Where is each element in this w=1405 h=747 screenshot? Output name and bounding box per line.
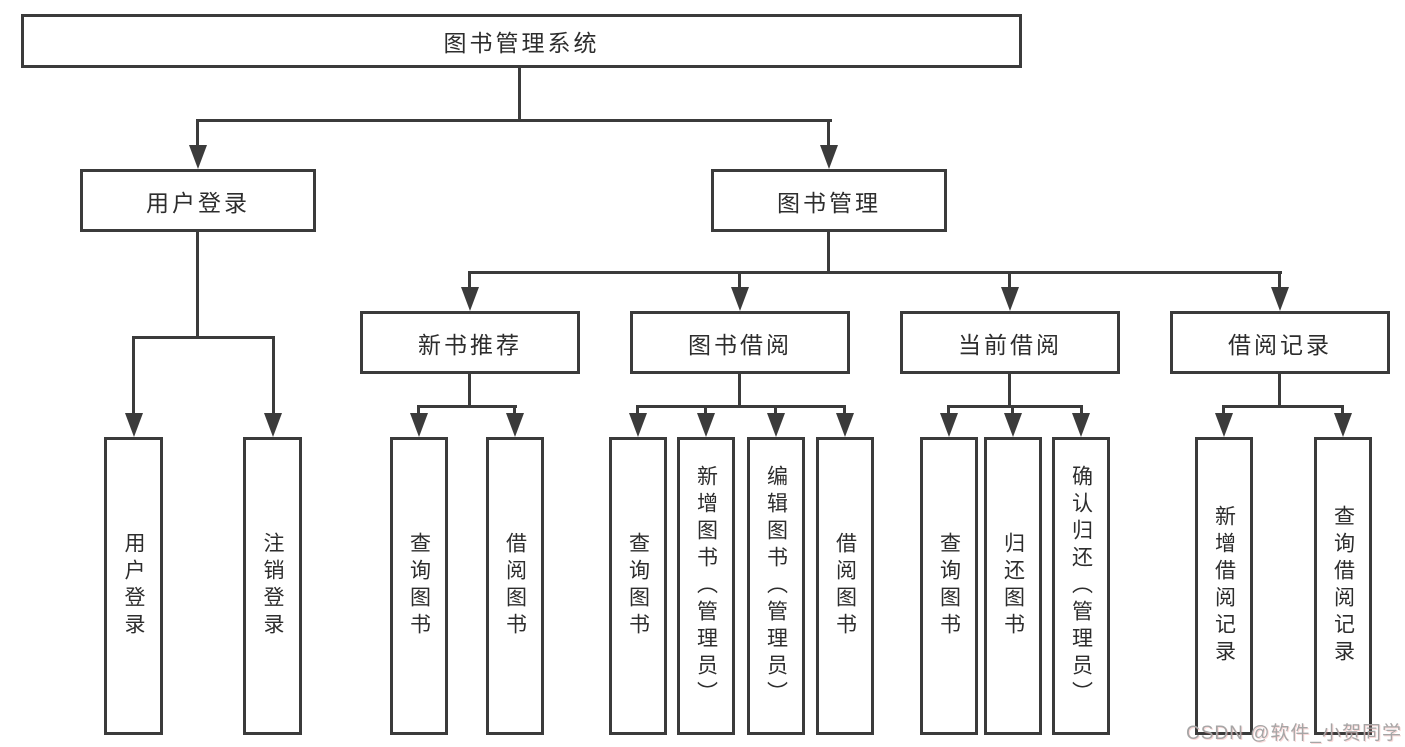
connector-line (417, 405, 420, 415)
connector-line (196, 119, 832, 122)
connector-line (1008, 271, 1011, 288)
arrowhead-down-icon (731, 287, 749, 311)
node-new-book-recommendation: 新书推荐 (360, 311, 580, 374)
connector-line (827, 119, 830, 147)
arrowhead-down-icon (189, 145, 207, 169)
connector-line (774, 405, 777, 415)
connector-line (704, 405, 707, 415)
arrowhead-down-icon (1004, 413, 1022, 437)
connector-line (1278, 374, 1281, 408)
connector-line (1341, 405, 1344, 415)
arrowhead-down-icon (1072, 413, 1090, 437)
connector-line (1080, 405, 1083, 415)
connector-line (827, 232, 830, 271)
connector-line (947, 405, 1083, 408)
leaf-borrow-books-recommend: 借阅图书 (486, 437, 544, 735)
arrowhead-down-icon (125, 413, 143, 437)
connector-line (1222, 405, 1344, 408)
connector-line (843, 405, 846, 415)
arrowhead-down-icon (1215, 413, 1233, 437)
arrowhead-down-icon (1271, 287, 1289, 311)
node-current-borrowing: 当前借阅 (900, 311, 1120, 374)
arrowhead-down-icon (264, 413, 282, 437)
arrowhead-down-icon (461, 287, 479, 311)
connector-line (417, 405, 517, 408)
connector-line (947, 405, 950, 415)
leaf-add-borrow-record: 新增借阅记录 (1195, 437, 1253, 735)
connector-line (1278, 271, 1281, 288)
connector-line (636, 405, 639, 415)
connector-line (738, 374, 741, 408)
connector-line (196, 232, 199, 336)
connector-line (132, 336, 275, 339)
leaf-query-books-current: 查询图书 (920, 437, 978, 735)
connector-line (468, 374, 471, 408)
node-book-management: 图书管理 (711, 169, 947, 232)
connector-line (132, 336, 135, 414)
leaf-query-borrow-record: 查询借阅记录 (1314, 437, 1372, 735)
connector-line (1222, 405, 1225, 415)
arrowhead-down-icon (836, 413, 854, 437)
arrowhead-down-icon (940, 413, 958, 437)
arrowhead-down-icon (820, 145, 838, 169)
connector-line (1011, 405, 1014, 415)
arrowhead-down-icon (506, 413, 524, 437)
arrowhead-down-icon (629, 413, 647, 437)
node-book-borrowing: 图书借阅 (630, 311, 850, 374)
arrowhead-down-icon (1001, 287, 1019, 311)
leaf-query-books-recommend: 查询图书 (390, 437, 448, 735)
leaf-edit-book-admin: 编辑图书（管理员） (747, 437, 805, 735)
node-borrowing-records: 借阅记录 (1170, 311, 1390, 374)
leaf-confirm-return-admin: 确认归还（管理员） (1052, 437, 1110, 735)
leaf-logout: 注销登录 (243, 437, 302, 735)
connector-line (196, 119, 199, 147)
connector-line (468, 271, 1282, 274)
arrowhead-down-icon (1334, 413, 1352, 437)
connector-line (518, 68, 521, 119)
connector-line (636, 405, 846, 408)
leaf-borrow-books: 借阅图书 (816, 437, 874, 735)
connector-line (272, 336, 275, 414)
leaf-user-login: 用户登录 (104, 437, 163, 735)
connector-line (1008, 374, 1011, 408)
leaf-query-books-borrow: 查询图书 (609, 437, 667, 735)
arrowhead-down-icon (410, 413, 428, 437)
arrowhead-down-icon (697, 413, 715, 437)
arrowhead-down-icon (767, 413, 785, 437)
leaf-return-book: 归还图书 (984, 437, 1042, 735)
connector-line (468, 271, 471, 288)
leaf-add-book-admin: 新增图书（管理员） (677, 437, 735, 735)
node-library-management-system: 图书管理系统 (21, 14, 1022, 68)
connector-line (513, 405, 516, 415)
node-user-login: 用户登录 (80, 169, 316, 232)
csdn-watermark: CSDN @软件_小贺同学 (1186, 723, 1402, 744)
connector-line (738, 271, 741, 288)
